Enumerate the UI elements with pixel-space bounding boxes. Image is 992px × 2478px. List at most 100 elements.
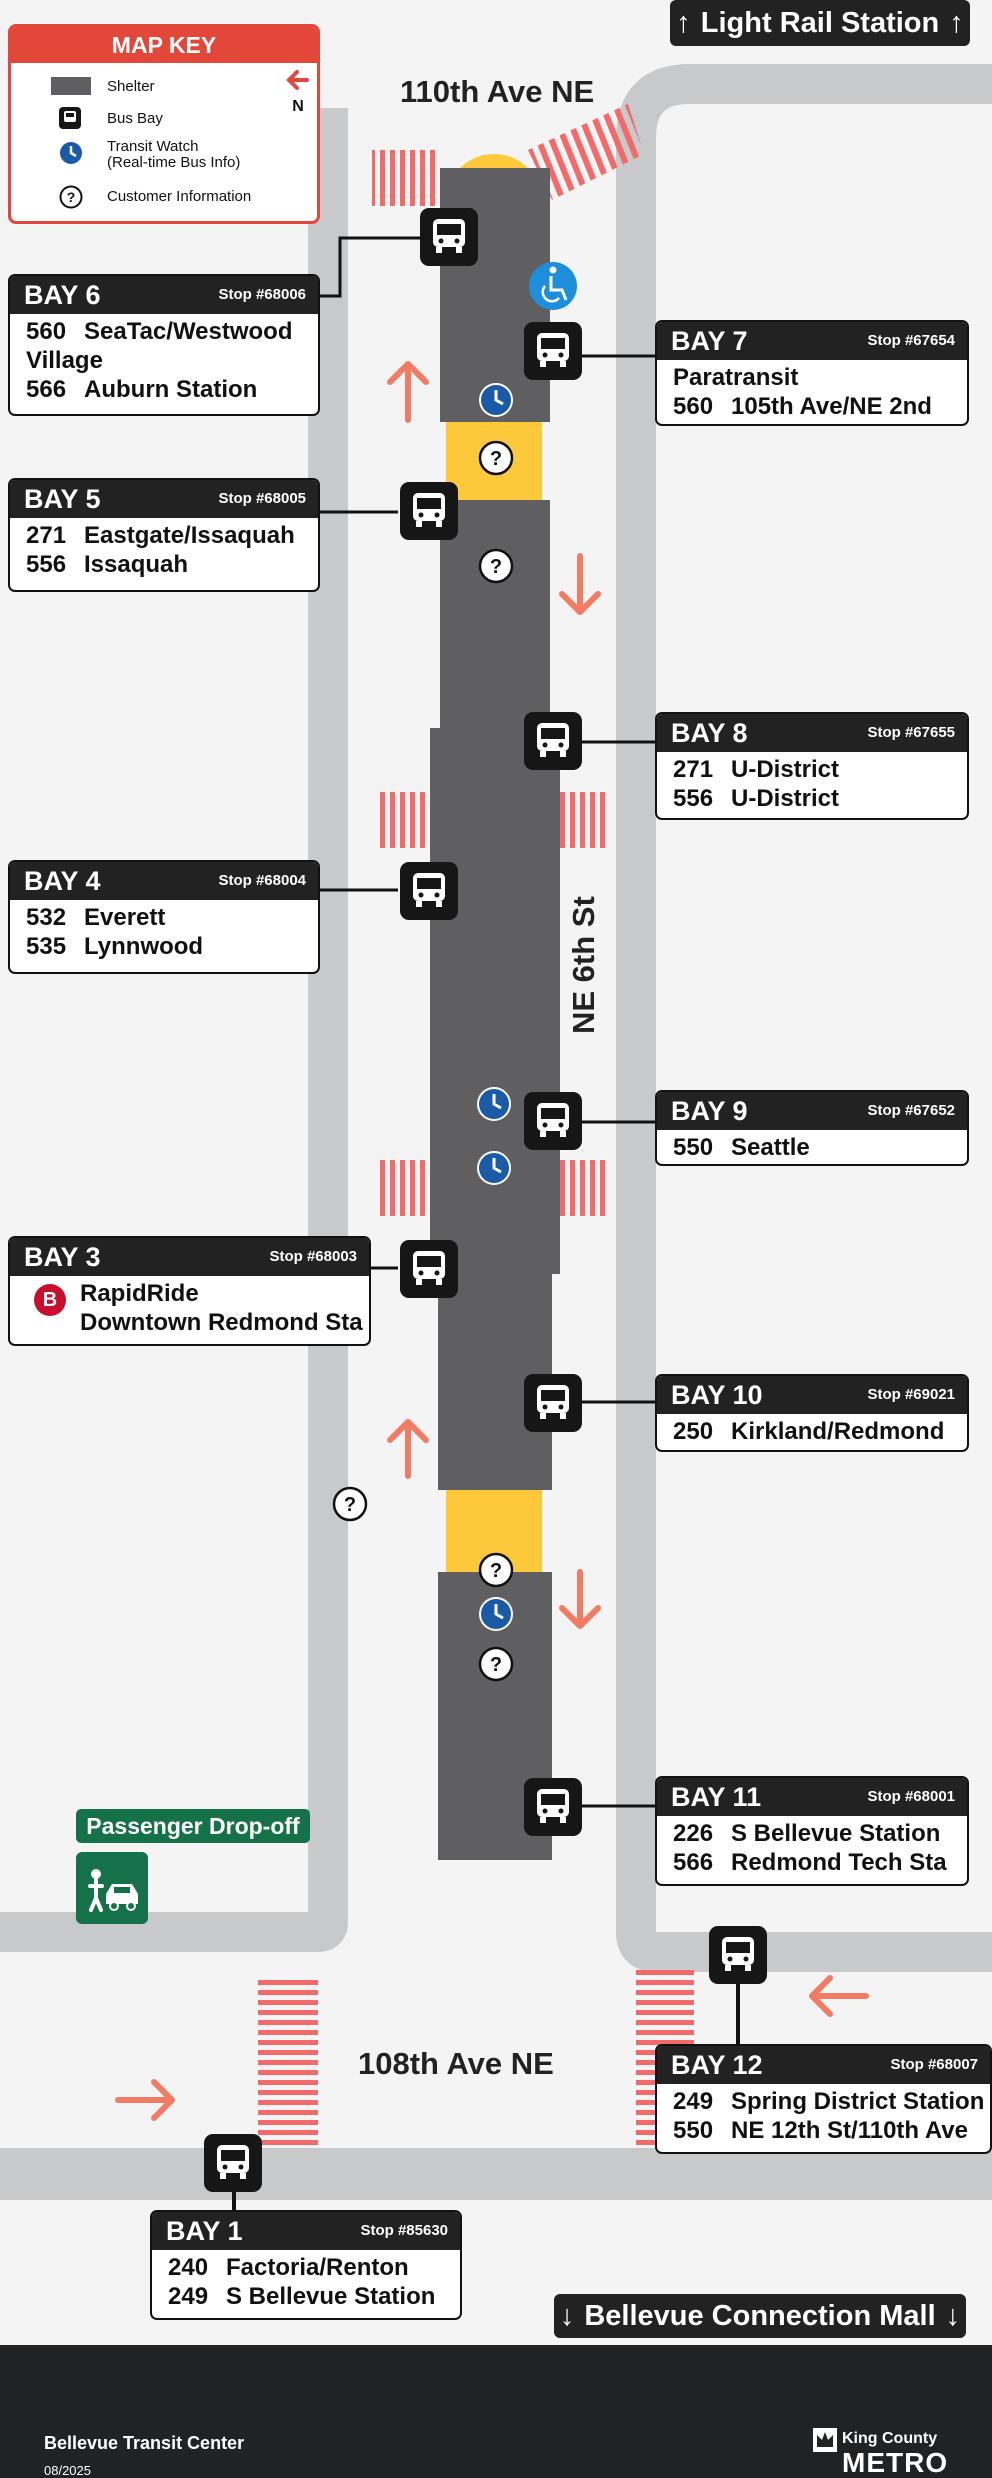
arrow-up-icon: ↑ xyxy=(949,6,964,39)
bellevue-connection-mall-banner[interactable]: ↓ Bellevue Connection Mall ↓ xyxy=(554,2294,966,2338)
transit-watch-icon xyxy=(477,1151,511,1185)
arrow-down-icon: ↓ xyxy=(945,2299,961,2332)
bus-bay-icon[interactable] xyxy=(524,322,582,380)
rapidride-b-icon: B xyxy=(34,1284,66,1316)
north-arrow-icon xyxy=(286,70,309,90)
route-row: Downtown Redmond Sta xyxy=(80,1309,363,1336)
banner-label: Light Rail Station xyxy=(700,6,940,39)
crosswalk xyxy=(378,1160,430,1216)
route-row: RapidRide xyxy=(80,1280,199,1307)
street-label-108th: 108th Ave NE xyxy=(358,2046,554,2081)
shelter xyxy=(440,500,550,730)
street-label-ne-6th: NE 6th St xyxy=(566,896,601,1034)
arrow-down-icon: ↓ xyxy=(559,2299,575,2332)
customer-information-icon: ? xyxy=(59,185,83,209)
road-108th xyxy=(0,2148,992,2200)
transit-watch-icon xyxy=(479,383,513,417)
map-key: MAP KEY Shelter Bus Bay Transit Watch (R… xyxy=(8,24,320,224)
bus-bay-icon xyxy=(59,107,81,129)
bus-bay-icon[interactable] xyxy=(524,712,582,770)
crosswalk xyxy=(378,792,430,848)
bus-bay-icon[interactable] xyxy=(420,208,478,266)
bus-bay-icon[interactable] xyxy=(400,862,458,920)
bus-bay-icon[interactable] xyxy=(204,2134,262,2192)
map-key-title: MAP KEY xyxy=(11,27,317,63)
north-indicator: N xyxy=(285,67,311,119)
crosswalk xyxy=(558,792,610,848)
svg-text:?: ? xyxy=(490,1560,502,1582)
footer: Bellevue Transit Center 08/2025 King Cou… xyxy=(0,2345,992,2478)
customer-information-icon: ? xyxy=(478,440,514,476)
customer-information-icon: ? xyxy=(332,1486,368,1522)
svg-text:?: ? xyxy=(344,1494,356,1516)
traffic-arrow xyxy=(115,361,869,2121)
route-row-continued: Village xyxy=(26,347,103,374)
svg-text:?: ? xyxy=(490,1654,502,1676)
crosswalk xyxy=(528,104,644,200)
king-county-metro-logo: King County METRO xyxy=(812,2427,982,2478)
bus-bay-icon[interactable] xyxy=(709,1926,767,1984)
bus-bay-icon[interactable] xyxy=(400,1240,458,1298)
shelter xyxy=(430,728,560,1274)
crosswalk xyxy=(372,150,436,206)
footer-date: 08/2025 xyxy=(44,2463,91,2478)
customer-information-icon: ? xyxy=(478,548,514,584)
footer-title: Bellevue Transit Center xyxy=(44,2433,245,2453)
customer-information-icon: ? xyxy=(478,1646,514,1682)
svg-text:?: ? xyxy=(490,448,502,470)
banner-label: Bellevue Connection Mall xyxy=(584,2299,936,2332)
svg-text:?: ? xyxy=(67,189,76,205)
crosswalk xyxy=(258,1980,318,2148)
arrow-up-icon: ↑ xyxy=(676,6,691,39)
passenger-dropoff-label: Passenger Drop-off xyxy=(76,1809,310,1843)
bus-bay-icon[interactable] xyxy=(400,482,458,540)
transit-watch-icon xyxy=(60,142,82,164)
king-county-crown-icon xyxy=(813,2428,837,2452)
accessibility-icon xyxy=(529,262,577,310)
bus-bay-icon[interactable] xyxy=(524,1778,582,1836)
route-row: Paratransit xyxy=(673,364,799,391)
svg-text:?: ? xyxy=(490,556,502,578)
street-label-110th: 110th Ave NE xyxy=(400,74,595,109)
passenger-dropoff-icon xyxy=(76,1852,148,1924)
crosswalk xyxy=(558,1160,610,1216)
transit-watch-icon xyxy=(479,1597,513,1631)
bus-bay-icon[interactable] xyxy=(524,1374,582,1432)
map-area: ? ? ? ? ? ↑ Light Rail Station ↑ MAP KEY… xyxy=(0,0,992,2338)
shelter-icon xyxy=(51,77,91,95)
customer-information-icon: ? xyxy=(478,1552,514,1588)
light-rail-station-banner[interactable]: ↑ Light Rail Station ↑ xyxy=(670,0,970,46)
transit-watch-icon xyxy=(477,1087,511,1121)
road-west-curve xyxy=(0,108,348,1952)
bus-bay-icon[interactable] xyxy=(524,1092,582,1150)
